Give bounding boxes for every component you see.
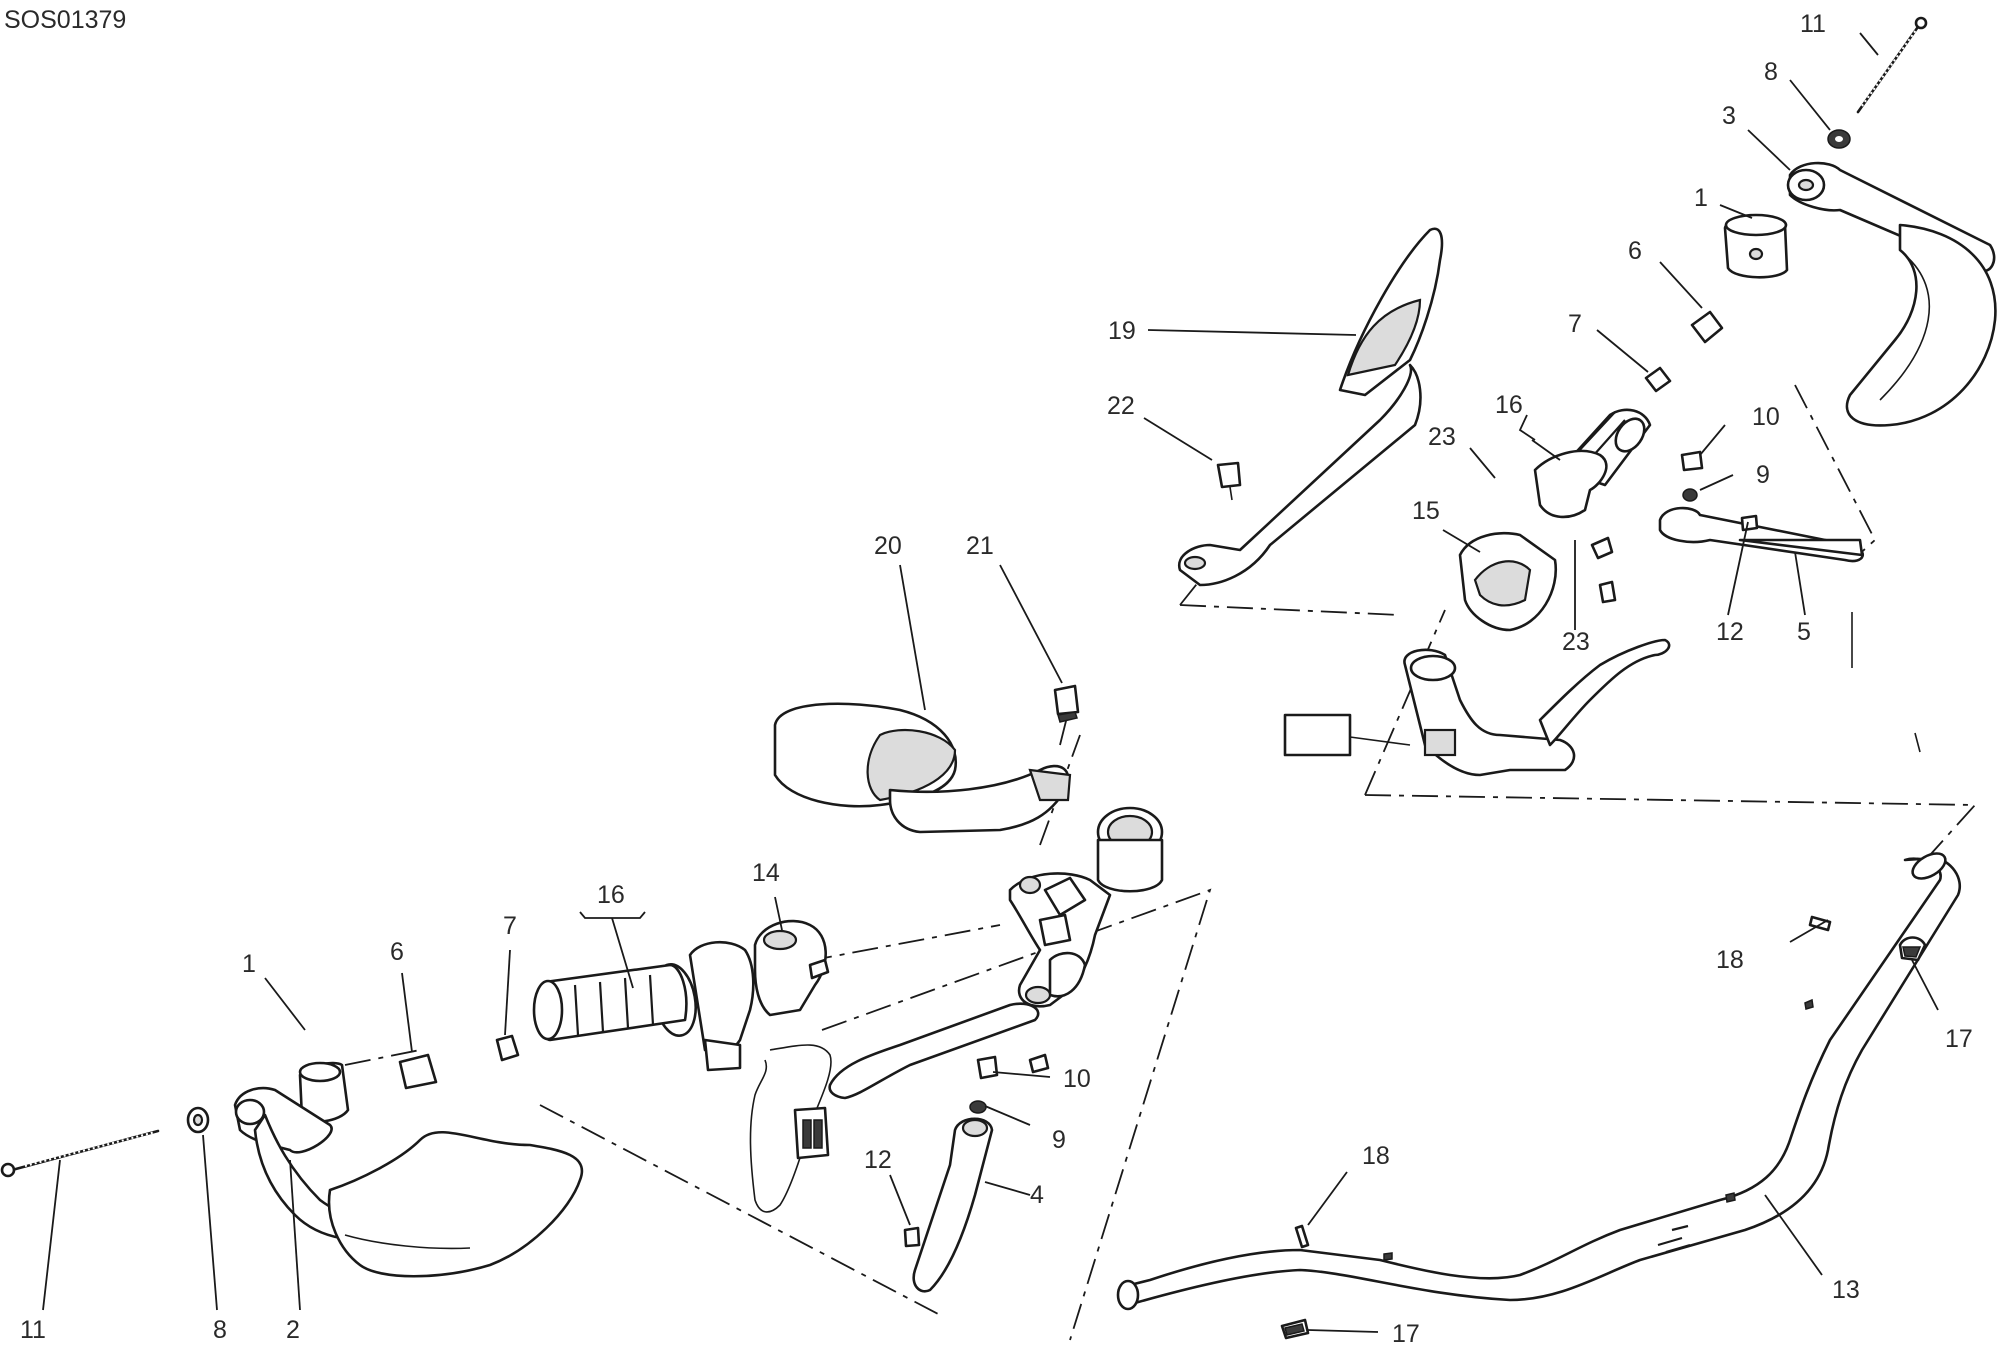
left-switch-cable-connector xyxy=(749,1044,832,1213)
callout-6-right: 6 xyxy=(1628,237,1642,265)
callout-12-left: 12 xyxy=(864,1146,892,1174)
right-spacer-7 xyxy=(1644,366,1672,393)
callout-15: 15 xyxy=(1412,497,1440,525)
left-spacer-6 xyxy=(398,1053,438,1090)
left-washer-8 xyxy=(186,1106,210,1134)
callout-8-right: 8 xyxy=(1764,58,1778,86)
right-bolt-22 xyxy=(1216,461,1242,501)
callout-13: 13 xyxy=(1832,1276,1860,1304)
callout-16-right: 16 xyxy=(1495,391,1523,419)
callout-18-lower: 18 xyxy=(1362,1142,1390,1170)
callout-17-upper: 17 xyxy=(1945,1025,1973,1053)
callout-11-left: 11 xyxy=(20,1316,46,1344)
callout-9-left: 9 xyxy=(1052,1126,1066,1154)
handlebar-pin-18-lower xyxy=(1294,1224,1310,1249)
left-lever-4 xyxy=(903,1055,999,1293)
left-mirror-20 xyxy=(773,702,1072,834)
callout-21: 21 xyxy=(966,532,994,560)
callout-10-left: 10 xyxy=(1063,1065,1091,1093)
callout-4: 4 xyxy=(1030,1181,1044,1209)
callout-14: 14 xyxy=(752,859,780,887)
callout-9-right: 9 xyxy=(1756,461,1770,489)
callout-16-left: 16 xyxy=(597,881,625,909)
callout-23-upper: 23 xyxy=(1428,423,1456,451)
right-washer-8 xyxy=(1827,129,1851,149)
left-spacer-7 xyxy=(495,1034,520,1062)
callout-3-right: 3 xyxy=(1722,102,1736,130)
right-small-lever-12-5 xyxy=(1658,450,1864,563)
callout-8-left: 8 xyxy=(213,1316,227,1344)
left-bolt-21 xyxy=(1053,684,1080,723)
callout-11-right: 11 xyxy=(1800,10,1826,38)
leader-lines xyxy=(42,32,1939,1333)
right-bolt-11 xyxy=(1856,16,1928,114)
right-switch-housing-15 xyxy=(1458,449,1608,632)
left-bolt-11 xyxy=(0,1129,160,1178)
left-grip-16 xyxy=(532,963,688,1042)
callout-6-left: 6 xyxy=(390,938,404,966)
callout-7-left: 7 xyxy=(503,912,517,940)
right-mirror-19 xyxy=(1177,227,1444,587)
right-lever-clamp-23-bolt xyxy=(1590,536,1617,604)
handlebar-clip-17-lower xyxy=(1280,1318,1310,1340)
left-handguard-bracket-2 xyxy=(233,1086,397,1242)
right-counterweight-1 xyxy=(1723,213,1789,279)
callout-1-right: 1 xyxy=(1694,184,1708,212)
callout-10-right: 10 xyxy=(1752,403,1780,431)
right-handguard-5 xyxy=(1845,223,1997,427)
callout-17-lower: 17 xyxy=(1392,1320,1420,1348)
right-spacer-6 xyxy=(1690,310,1724,344)
left-switch-housing-14 xyxy=(753,919,830,1017)
left-handguard xyxy=(327,1131,584,1278)
callout-12-right: 12 xyxy=(1716,618,1744,646)
callout-23-lower: 23 xyxy=(1562,628,1590,656)
callout-19: 19 xyxy=(1108,317,1136,345)
callout-labels: 11 8 3 1 6 7 19 22 16 23 10 9 15 23 12 5… xyxy=(20,10,1973,1348)
callout-7-right: 7 xyxy=(1568,310,1582,338)
callout-5: 5 xyxy=(1797,618,1811,646)
handlebar-13 xyxy=(1116,852,1961,1311)
callout-18-upper: 18 xyxy=(1716,946,1744,974)
left-counterweight-1 xyxy=(298,1061,350,1124)
callout-20: 20 xyxy=(874,532,902,560)
left-clutch-master-cylinder xyxy=(828,806,1164,1100)
handlebar-clip-17-upper xyxy=(1898,936,1927,962)
diagram-reference-code: SOS01379 xyxy=(4,6,127,34)
callout-22: 22 xyxy=(1107,392,1135,420)
callout-2: 2 xyxy=(286,1316,300,1344)
callout-1-left: 1 xyxy=(242,950,256,978)
handlebar-pin-18-upper xyxy=(1808,915,1832,932)
right-brake-master-cylinder xyxy=(1283,638,1671,777)
